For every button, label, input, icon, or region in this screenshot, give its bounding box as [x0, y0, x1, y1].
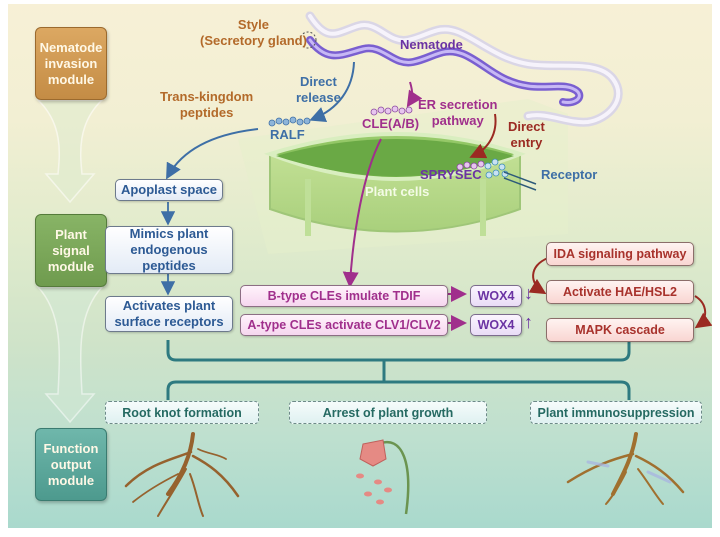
ralf-label: RALF	[270, 127, 305, 142]
btype-cle-box: B-type CLEs imulate TDIF	[240, 285, 448, 307]
direct-release-arrow	[309, 61, 355, 122]
nematode-illustration	[299, 11, 623, 127]
sprysec-receptor-icon	[456, 158, 537, 191]
ralf-peptide-icon	[268, 116, 311, 127]
ida-to-hae-arrow	[528, 257, 549, 295]
wilted-flower-illustration	[356, 439, 410, 515]
wox4-up-box: WOX4	[470, 314, 522, 336]
plant-cell-illustration	[263, 132, 526, 236]
style-label: Style(Secretory gland)	[200, 17, 307, 48]
wox4-down-box: WOX4	[470, 285, 522, 307]
ida-signaling-box: IDA signaling pathway	[546, 242, 694, 266]
arrest-plant-growth-box: Arrest of plant growth	[289, 401, 487, 424]
cle-label: CLE(A/B)	[362, 116, 420, 131]
nematode-label: Nematode	[400, 37, 463, 52]
flow-arrow-left-2	[36, 286, 104, 424]
atype-cle-box: A-type CLEs activate CLV1/CLV2	[240, 314, 448, 336]
plant-signal-module: Plant signal module	[35, 214, 107, 287]
direct-entry-arrow	[469, 113, 497, 159]
activates-receptors-box: Activates plant surface receptors	[105, 296, 233, 332]
cle-peptide-icon	[370, 105, 413, 116]
immunosuppressed-root-illustration	[566, 432, 685, 505]
er-secretion-arrow	[406, 81, 423, 108]
root-knot-illustration	[124, 432, 240, 517]
top-bracket	[166, 340, 631, 362]
nematode-invasion-module: Nematode invasion module	[35, 27, 107, 100]
bottom-bracket	[166, 380, 631, 400]
activate-hae-hsl2-box: Activate HAE/HSL2	[546, 280, 694, 304]
mapk-cascade-box: MAPK cascade	[546, 318, 694, 342]
cle-to-btype-arrow	[342, 138, 382, 288]
function-output-module: Function output module	[35, 428, 107, 501]
hae-to-mapk-arrow	[694, 295, 712, 329]
flow-arrow-left-1	[36, 99, 104, 204]
diagram-artwork	[36, 11, 712, 517]
receptor-label: Receptor	[541, 167, 598, 182]
wox4-downregulated-arrow-icon: ↓	[524, 283, 533, 303]
wox4-upregulated-arrow-icon: ↑	[524, 312, 533, 332]
stylet-marker	[299, 31, 317, 49]
mimics-peptides-box: Mimics plant endogenous peptides	[105, 226, 233, 274]
plant-cells-label: Plant cells	[365, 184, 430, 199]
root-knot-formation-box: Root knot formation	[105, 401, 259, 424]
ralf-to-apoplast-arrow	[166, 128, 259, 180]
plant-immunosuppression-box: Plant immunosuppression	[530, 401, 702, 424]
diagram-canvas: Nematode invasion module Plant signal mo…	[8, 4, 712, 528]
sprysec-label: SPRYSEC	[420, 167, 482, 182]
apoplast-space-box: Apoplast space	[115, 179, 223, 201]
